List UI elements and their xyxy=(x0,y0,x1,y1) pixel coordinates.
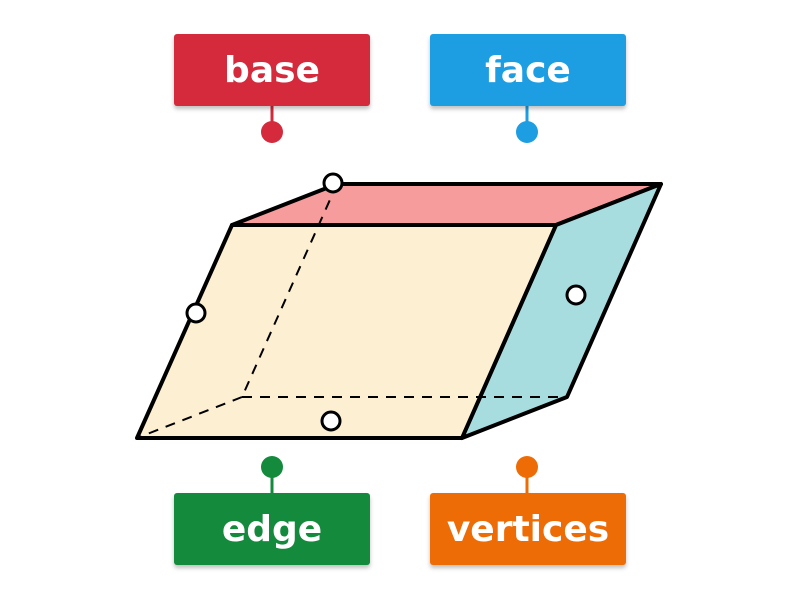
edge-pin-icon xyxy=(261,456,283,478)
hidden-edge-vertical xyxy=(241,183,338,398)
label-base[interactable]: base xyxy=(174,34,370,106)
hotspot-top-back-vertex[interactable] xyxy=(322,172,344,194)
label-edge[interactable]: edge xyxy=(174,493,370,565)
base-pin-icon xyxy=(261,121,283,143)
prism-front-face xyxy=(135,223,558,440)
label-vertices[interactable]: vertices xyxy=(430,493,626,565)
vertices-pin-icon xyxy=(516,456,538,478)
label-face[interactable]: face xyxy=(430,34,626,106)
hotspot-bottom-edge[interactable] xyxy=(320,410,342,432)
hidden-edge-left-depth xyxy=(136,396,243,439)
face-pin-icon xyxy=(516,121,538,143)
hotspot-left-edge[interactable] xyxy=(185,302,207,324)
hotspot-side-face[interactable] xyxy=(565,284,587,306)
